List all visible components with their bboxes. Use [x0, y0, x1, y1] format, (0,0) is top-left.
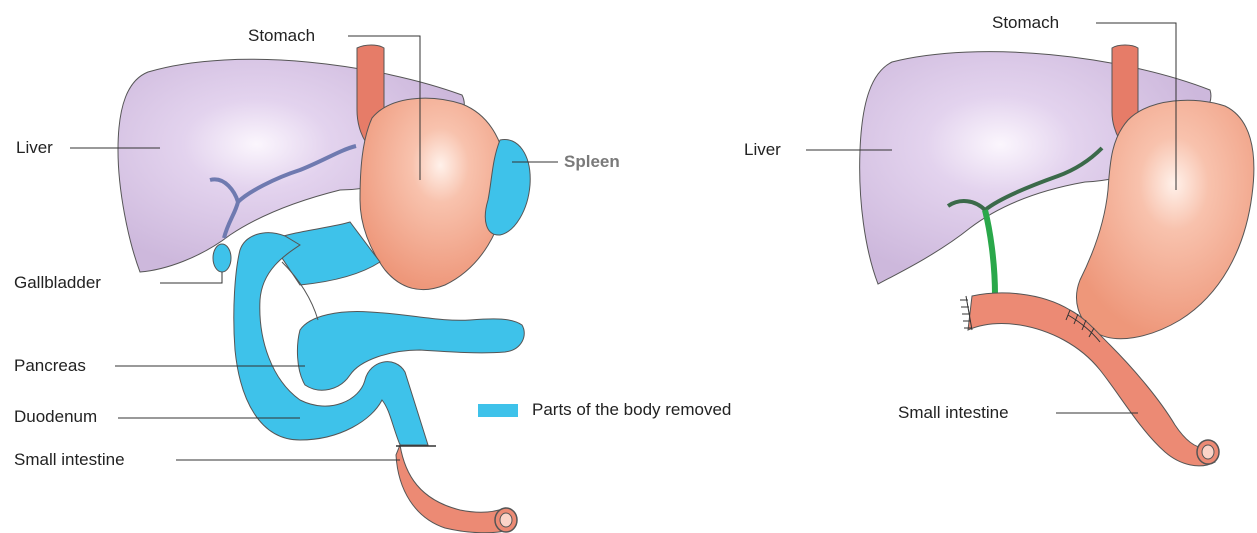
left-label-duodenum: Duodenum	[14, 407, 97, 427]
legend-label: Parts of the body removed	[532, 400, 731, 420]
right-intestine-lumen	[1202, 445, 1214, 459]
left-label-gallbladder: Gallbladder	[14, 273, 101, 293]
left-gallbladder	[213, 244, 231, 272]
legend-swatch	[478, 404, 518, 417]
left-small-intestine	[396, 445, 508, 533]
left-label-small-intestine: Small intestine	[14, 450, 125, 470]
right-label-stomach: Stomach	[992, 13, 1059, 33]
left-gallbladder-leader	[160, 272, 222, 283]
left-label-liver: Liver	[16, 138, 53, 158]
right-panel	[806, 23, 1254, 466]
left-label-spleen: Spleen	[564, 152, 620, 172]
right-label-liver: Liver	[744, 140, 781, 160]
left-intestine-lumen	[500, 513, 512, 527]
left-panel	[70, 36, 558, 533]
left-pancreas	[297, 312, 524, 391]
left-stomach	[360, 98, 506, 289]
right-label-small-intestine: Small intestine	[898, 403, 1009, 423]
left-label-stomach: Stomach	[248, 26, 315, 46]
right-bile-duct-green	[985, 210, 995, 295]
left-label-pancreas: Pancreas	[14, 356, 86, 376]
